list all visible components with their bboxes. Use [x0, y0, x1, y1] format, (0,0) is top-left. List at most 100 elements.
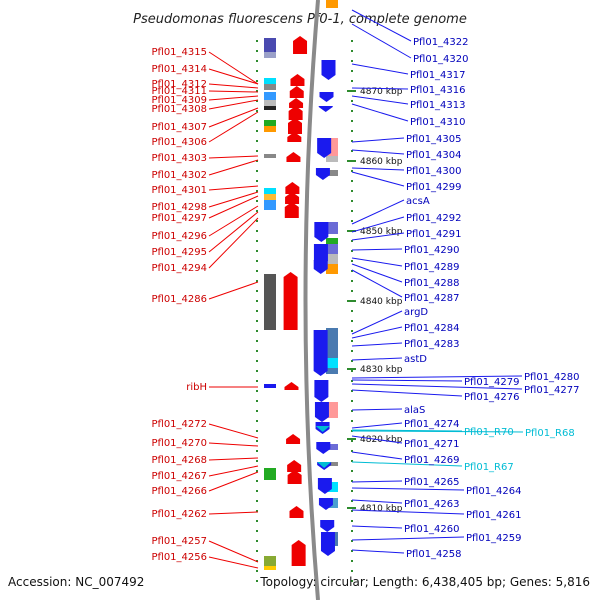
gene-label-right: Pfl01_4274 — [404, 419, 460, 430]
tick-dot-left — [256, 200, 258, 202]
tick-dot-left — [256, 550, 258, 552]
tick-dot-right — [351, 510, 353, 512]
gene-block — [326, 254, 338, 264]
leader-line-left — [208, 195, 259, 219]
tick-dot-left — [256, 340, 258, 342]
gene-label-right: Pfl01_4287 — [404, 293, 460, 304]
leader-line-right — [351, 379, 463, 382]
gene-label-right: Pfl01_4280 — [524, 372, 580, 383]
leader-line-right — [351, 263, 403, 283]
gene-block — [264, 384, 276, 388]
gene-block — [326, 264, 338, 274]
leader-line-right — [351, 375, 523, 379]
tick-dot-left — [256, 350, 258, 352]
gene-label-right: Pfl01_4258 — [406, 549, 462, 560]
tick-dot-right — [351, 100, 353, 102]
gene-block — [326, 244, 338, 254]
forward-gene-arrow — [287, 470, 302, 484]
tick-dot-right — [351, 530, 353, 532]
label-layer: Pfl01_4315Pfl01_4314Pfl01_4312Pfl01_4311… — [151, 37, 579, 563]
leader-line-left — [208, 217, 259, 269]
tick-dot-left — [256, 220, 258, 222]
tick-dot-right — [351, 500, 353, 502]
map-title: Pseudomonas fluorescens Pf0-1, complete … — [133, 12, 467, 27]
tick-dot-right — [351, 480, 353, 482]
gene-block — [264, 100, 276, 106]
leader-line-right — [351, 87, 409, 90]
tick-dot-left — [256, 60, 258, 62]
forward-gene-arrow — [284, 382, 299, 390]
leader-line-left — [208, 111, 259, 143]
tick-dot-left — [256, 210, 258, 212]
reverse-gene-arrow — [320, 532, 335, 556]
gene-label-right: Pfl01_4320 — [413, 54, 469, 65]
gene-label-left: Pfl01_4314 — [151, 64, 207, 75]
gene-label-left: Pfl01_4301 — [151, 185, 207, 196]
gene-block — [264, 52, 276, 58]
gene-label-right: Pfl01_4269 — [404, 455, 460, 466]
gene-block — [264, 200, 276, 210]
leader-line-right — [351, 499, 403, 504]
leader-line-left — [208, 83, 259, 89]
tick-dot-right — [351, 70, 353, 72]
gene-label-right: Pfl01_4264 — [466, 486, 522, 497]
gene-block — [326, 170, 338, 176]
forward-gene-arrow — [288, 118, 302, 134]
gene-label-right: Pfl01_4279 — [464, 377, 520, 388]
leader-line-left — [208, 465, 259, 477]
tick-dot-left — [256, 170, 258, 172]
leader-line-left — [208, 457, 259, 461]
rna-label: Pfl01_R70 — [464, 427, 514, 438]
reverse-gene-arrow — [315, 168, 330, 180]
tick-dot-left — [256, 80, 258, 82]
leader-line-left — [208, 442, 259, 447]
leader-line-right — [351, 199, 405, 225]
rna-feature — [317, 462, 332, 468]
tick-dot-left — [256, 140, 258, 142]
forward-gene-arrow — [287, 460, 302, 472]
leader-line-right — [351, 257, 403, 267]
leader-line-left — [208, 423, 259, 439]
reverse-gene-arrow — [317, 478, 332, 494]
leader-line-right — [351, 342, 403, 347]
gene-block — [326, 462, 338, 466]
tick-dot-left — [256, 110, 258, 112]
leader-line-right — [351, 509, 465, 515]
tick-dot-left — [256, 70, 258, 72]
tick-dot-right — [351, 450, 353, 452]
tick-dot-right — [351, 60, 353, 62]
leader-line-left — [208, 211, 259, 253]
leader-line-right — [351, 216, 405, 233]
leader-line-right — [351, 326, 403, 339]
leader-line-right — [351, 95, 409, 105]
gene-block — [264, 120, 276, 126]
scale-tick-label: 4870 kbp — [360, 87, 403, 97]
tick-dot-right — [351, 520, 353, 522]
gene-label-right: Pfl01_4288 — [404, 278, 460, 289]
leader-line-left — [208, 511, 259, 515]
leader-line-layer — [208, 9, 524, 569]
tick-dot-right — [351, 40, 353, 42]
gene-label-right: Pfl01_4284 — [404, 323, 460, 334]
gene-label-right: Pfl01_4290 — [404, 245, 460, 256]
tick-dot-right — [351, 350, 353, 352]
gene-label-right: Pfl01_4283 — [404, 339, 460, 350]
gene-label-right: acsA — [406, 196, 430, 207]
tick-dot-left — [256, 280, 258, 282]
gene-block — [326, 238, 338, 244]
leader-line-right — [351, 232, 405, 241]
reverse-gene-arrow — [313, 260, 328, 274]
gene-block — [264, 194, 276, 200]
gene-label-right: astD — [404, 354, 427, 365]
reverse-gene-arrow — [319, 92, 334, 102]
gene-label-left: Pfl01_4311 — [151, 86, 207, 97]
tick-dot-left — [256, 530, 258, 532]
leader-line-right — [351, 269, 403, 298]
gene-label-left: Pfl01_4312 — [151, 79, 207, 90]
gene-block — [264, 274, 276, 330]
leader-line-left — [208, 185, 259, 191]
tick-dot-left — [256, 480, 258, 482]
gene-label-right: Pfl01_4259 — [466, 533, 522, 544]
tick-dot-right — [351, 50, 353, 52]
gene-block — [264, 84, 276, 90]
